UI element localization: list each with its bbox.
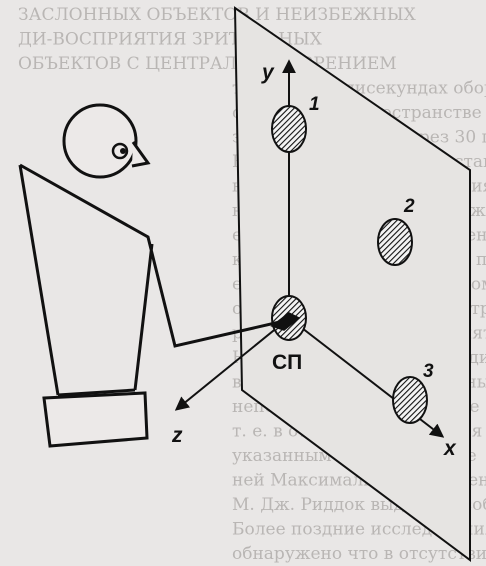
x-axis-label: x xyxy=(443,437,457,460)
observer-hand xyxy=(270,312,301,331)
spot-1-label: 1 xyxy=(309,94,320,115)
z-axis xyxy=(174,317,290,411)
spot-1 xyxy=(271,105,307,153)
background-text-line: ОБЪЕКТОВ С ЦЕНТРАЛЬНЫМ ЗРЕНИЕМ xyxy=(18,54,397,74)
observer-pupil xyxy=(120,148,126,154)
observer-figure xyxy=(18,103,301,448)
origin-label: СП xyxy=(272,351,302,374)
observer-base xyxy=(42,391,149,448)
z-axis-label: z xyxy=(171,424,183,447)
observer-head xyxy=(62,103,138,179)
observer-body xyxy=(18,163,285,397)
spot-3-label: 3 xyxy=(423,361,434,382)
spot-3 xyxy=(392,376,428,424)
background-text-line: обнаружено что в отсутствие xyxy=(232,544,486,564)
spot-2-label: 2 xyxy=(403,196,415,217)
spot-2 xyxy=(377,218,413,266)
background-text-line: ЗАСЛОННЫХ ОБЪЕКТОВ И НЕИЗБЕЖНЫХ xyxy=(18,5,417,25)
y-axis-label: y xyxy=(261,61,275,84)
observer-nose xyxy=(131,141,151,168)
